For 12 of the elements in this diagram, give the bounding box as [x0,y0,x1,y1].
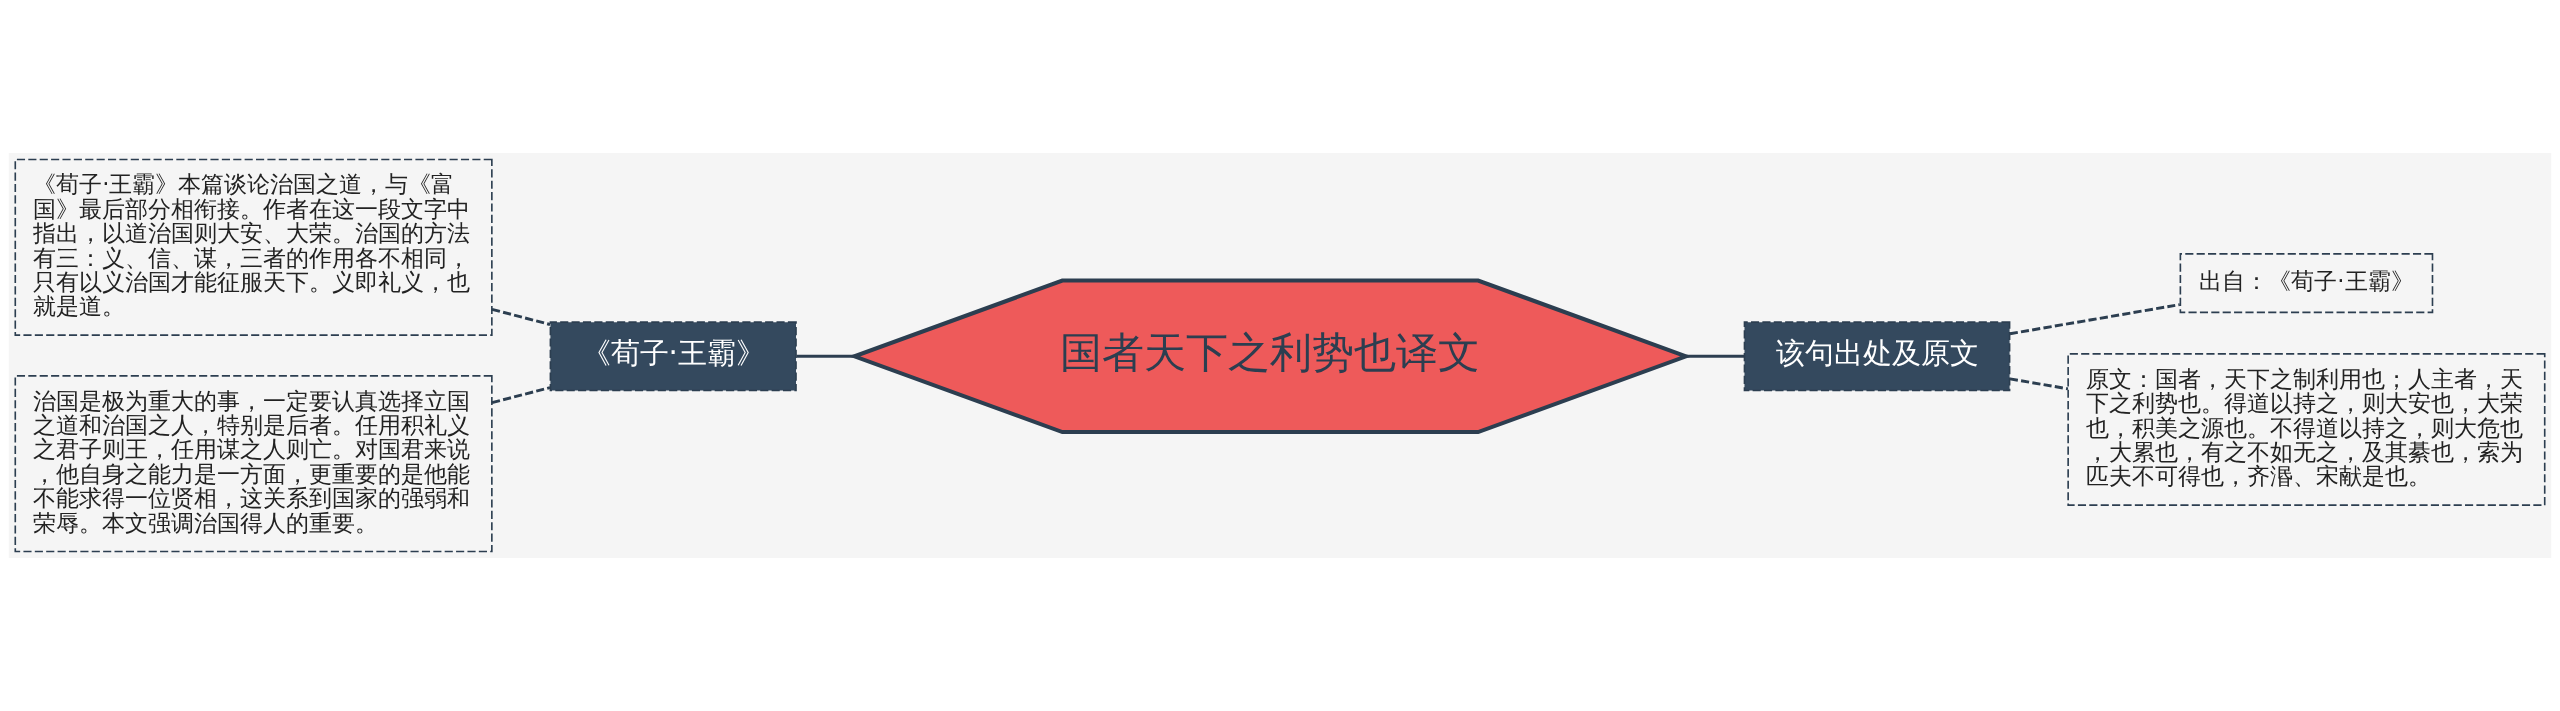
connector [796,354,855,358]
node-box: 治国是极为重大的事，一定要认真选择立国之道和治国之人，特别是后者。任用积礼义之君子则王，任用谋之人则亡。对国君来说，他自身之能力是一方面，更重要的是他能不能求得一位贤相，这关系到国家的强弱和荣辱。本文强调治国得人的重要。 [14,375,493,553]
connector [2009,377,2069,391]
node-box: 该句出处及原文 [1743,321,2011,392]
node-box: 《荀子·王霸》 [549,321,797,392]
connector [491,307,551,326]
connector [491,386,551,405]
node-box: 原文：国者，天下之制利用也；人主者，天下之利势也。得道以持之，则大安也，大荣也，积美之源也。不得道以持之，则大危也，大累也，有之不如无之，及其綦也，索为匹夫不可得也，齐湣、宋献是也。 [2067,353,2546,506]
node-box: 出自：《荀子·王霸》 [2179,253,2434,314]
connector [1686,354,1745,358]
node-box: 《荀子·王霸》本篇谈论治国之道，与《富国》最后部分相衔接。作者在这一段文字中指出，以道治国则大安、大荣。治国的方法有三：义、信、谋，三者的作用各不相同，只有以义治国才能征服天下。义即礼义，也就是道。 [14,158,493,336]
connector [2009,303,2180,336]
